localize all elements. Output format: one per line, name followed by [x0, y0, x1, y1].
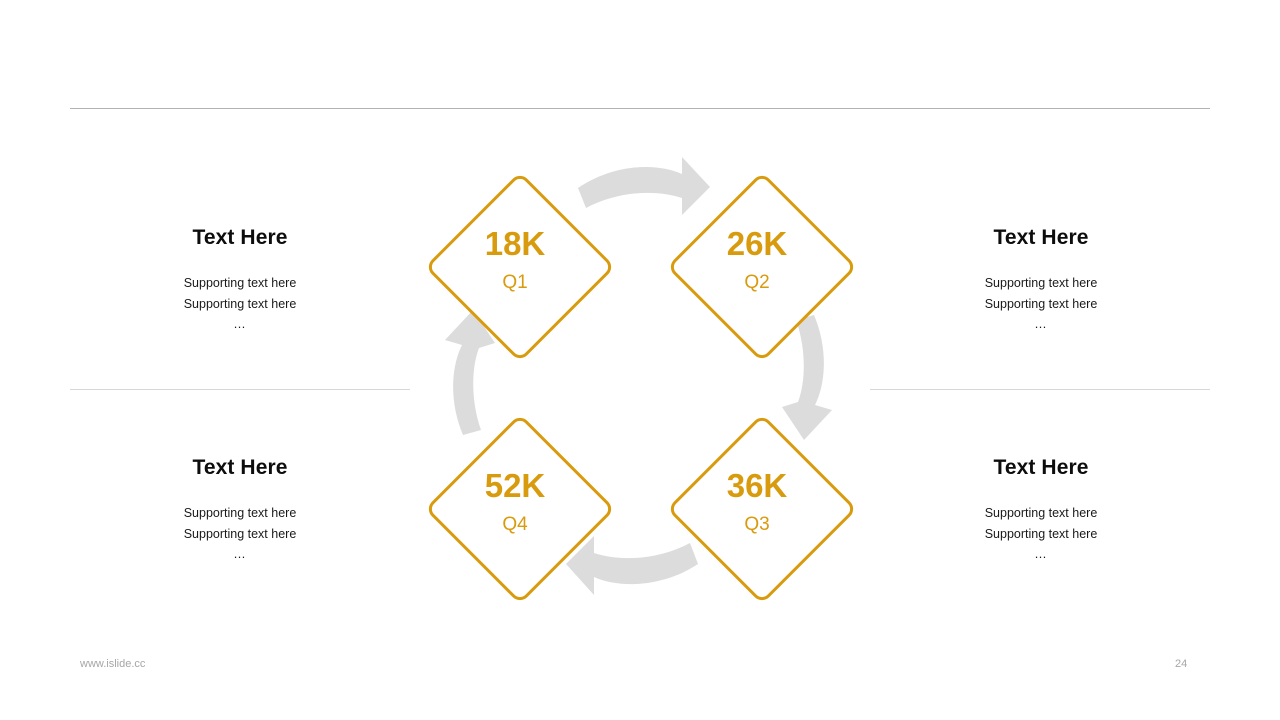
diamond-cycle-diagram: 18K Q1 26K Q2 36K Q3 52K Q4	[390, 140, 890, 610]
text-block-title: Text Here	[192, 456, 288, 479]
footer-website: www.islide.cc	[80, 658, 146, 670]
diamond-label: Q2	[744, 272, 769, 293]
supporting-line-2: Supporting text here	[984, 526, 1098, 541]
connector-arrow-right	[578, 157, 710, 215]
supporting-line-1: Supporting text here	[183, 506, 297, 521]
spacer	[901, 479, 1181, 503]
connector-arrow-left	[566, 536, 698, 595]
supporting-line-1: Supporting text here	[984, 276, 1098, 291]
diamond-node-q1[interactable]: 18K Q1	[427, 174, 614, 361]
diamond-label: Q3	[744, 514, 769, 535]
text-block-title: Text Here	[993, 456, 1089, 479]
text-block-body: Supporting text here Supporting text her…	[100, 273, 380, 335]
supporting-line-1: Supporting text here	[984, 506, 1098, 521]
ellipsis: …	[1034, 547, 1048, 562]
supporting-line-1: Supporting text here	[183, 276, 297, 291]
diamond-value: 18K	[485, 225, 546, 262]
ellipsis: …	[233, 547, 247, 562]
spacer	[100, 249, 380, 273]
ellipsis: …	[233, 317, 247, 332]
footer-page-number: 24	[1175, 658, 1188, 670]
supporting-line-2: Supporting text here	[984, 296, 1098, 311]
ellipsis: …	[1034, 317, 1048, 332]
supporting-line-2: Supporting text here	[183, 296, 297, 311]
spacer	[100, 479, 380, 503]
connector-arrow-up	[445, 310, 495, 435]
spacer	[901, 249, 1181, 273]
diamond-value: 26K	[727, 225, 788, 262]
diamond-node-q4[interactable]: 52K Q4	[427, 416, 614, 603]
text-block-title: Text Here	[993, 226, 1089, 249]
text-block-title: Text Here	[192, 226, 288, 249]
diamond-label: Q4	[502, 514, 528, 535]
diamond-label: Q1	[502, 272, 527, 293]
text-block-top-left: Text Here Supporting text here Supportin…	[100, 226, 380, 335]
text-block-body: Supporting text here Supporting text her…	[100, 503, 380, 565]
divider-middle-right	[870, 389, 1210, 390]
text-block-body: Supporting text here Supporting text her…	[901, 503, 1181, 565]
diamond-node-q2[interactable]: 26K Q2	[669, 174, 856, 361]
text-block-bottom-right: Text Here Supporting text here Supportin…	[901, 456, 1181, 565]
diamond-node-q3[interactable]: 36K Q3	[669, 416, 856, 603]
diamond-value: 52K	[485, 467, 546, 504]
text-block-body: Supporting text here Supporting text her…	[901, 273, 1181, 335]
connector-arrow-down	[782, 315, 832, 440]
text-block-top-right: Text Here Supporting text here Supportin…	[901, 226, 1181, 335]
text-block-bottom-left: Text Here Supporting text here Supportin…	[100, 456, 380, 565]
diamond-value: 36K	[727, 467, 788, 504]
supporting-line-2: Supporting text here	[183, 526, 297, 541]
divider-top	[70, 108, 1210, 109]
divider-middle-left	[70, 389, 410, 390]
